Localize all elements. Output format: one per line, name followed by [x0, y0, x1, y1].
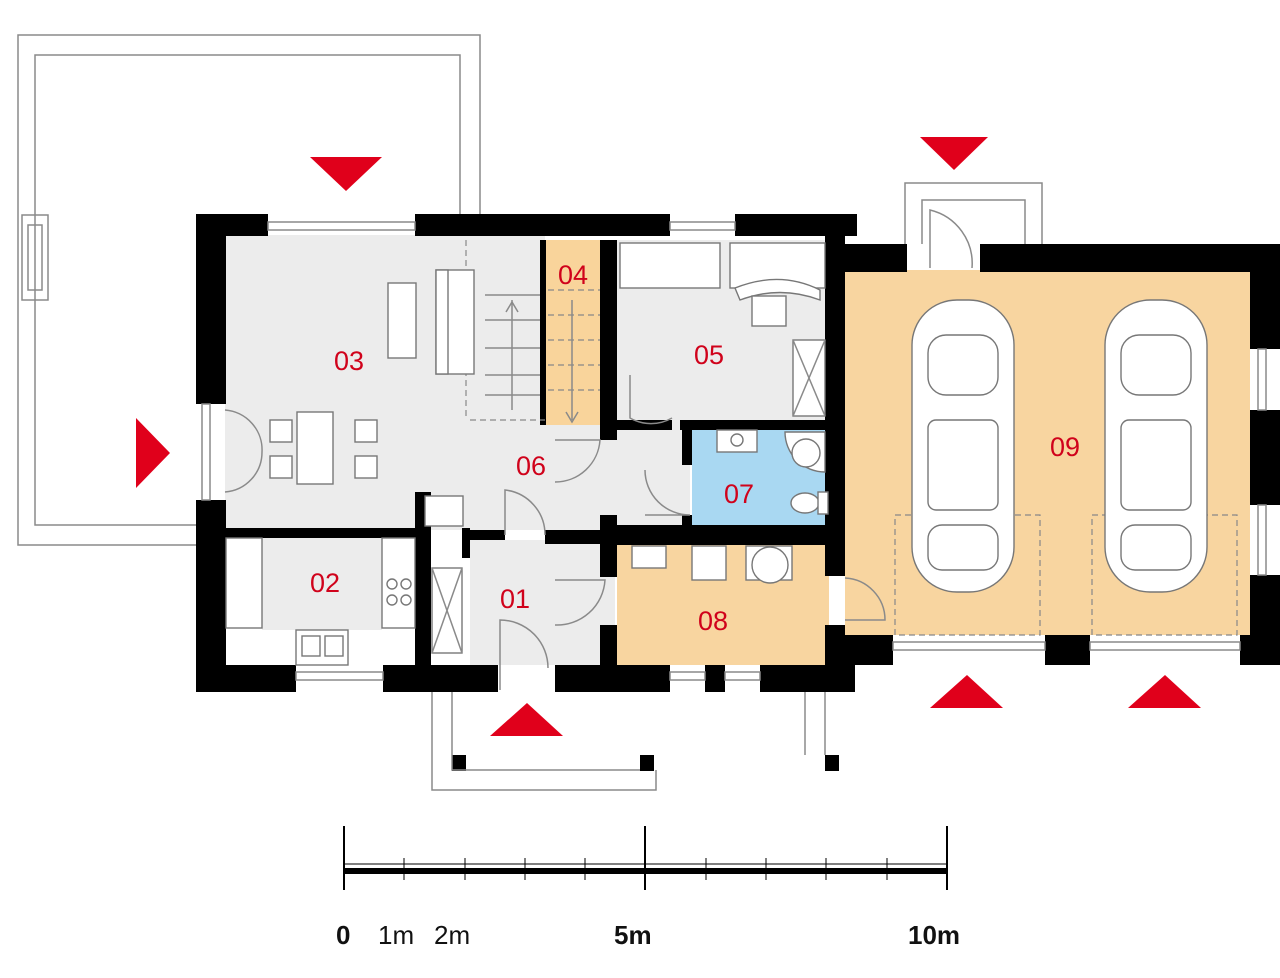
scale-bar: 0 1m 2m 5m 10m: [336, 826, 960, 950]
room-label-06: 06: [516, 451, 546, 481]
entrance-arrow-icon: [136, 418, 170, 488]
entrance-arrow-icon: [930, 675, 1003, 708]
walls: [196, 214, 1280, 771]
room-label-01: 01: [500, 584, 530, 614]
living-furniture: [269, 269, 475, 527]
bathroom-fixtures: [716, 429, 829, 515]
door-swing-icon: [844, 577, 886, 621]
kitchen-furniture: [225, 537, 463, 666]
car-icon: [1104, 299, 1208, 593]
entrance-arrow-icon: [1128, 675, 1201, 708]
entrance-arrow-icon: [310, 157, 382, 191]
room-label-02: 02: [310, 568, 340, 598]
door-swing-icon: [504, 489, 546, 536]
scale-label-10m: 10m: [908, 920, 960, 950]
scale-label-0: 0: [336, 920, 350, 950]
room-label-03: 03: [334, 346, 364, 376]
entrance-arrow-icon: [920, 137, 988, 170]
terrace: [17, 34, 481, 546]
room-label-09: 09: [1050, 432, 1080, 462]
door-swing-icon: [499, 619, 549, 690]
entrance-arrow-icon: [490, 703, 563, 736]
room-label-05: 05: [694, 340, 724, 370]
stair-icon: [548, 289, 600, 424]
office-furniture: [619, 242, 826, 417]
door-swing-icon: [929, 209, 973, 269]
door-swing-icon: [554, 579, 606, 626]
windows: [201, 221, 1267, 681]
garage-parking: [894, 299, 1238, 636]
porch: [431, 182, 1043, 791]
room-labels: 01 02 03 04 05 06 07 08 09: [310, 260, 1080, 636]
scale-label-1m: 1m: [378, 920, 414, 950]
door-swing-icon: [644, 469, 691, 516]
door-swing-icon: [554, 439, 601, 483]
floor-02: [262, 535, 382, 630]
entrance-arrows: [136, 137, 1201, 736]
car-icon: [911, 299, 1015, 593]
doors: [224, 209, 973, 690]
scale-label-5m: 5m: [614, 920, 652, 950]
scale-label-2m: 2m: [434, 920, 470, 950]
utility-fixtures: [631, 545, 793, 584]
door-swing-icon: [629, 375, 673, 425]
room-label-04: 04: [558, 260, 588, 290]
room-label-07: 07: [724, 479, 754, 509]
room-label-08: 08: [698, 606, 728, 636]
